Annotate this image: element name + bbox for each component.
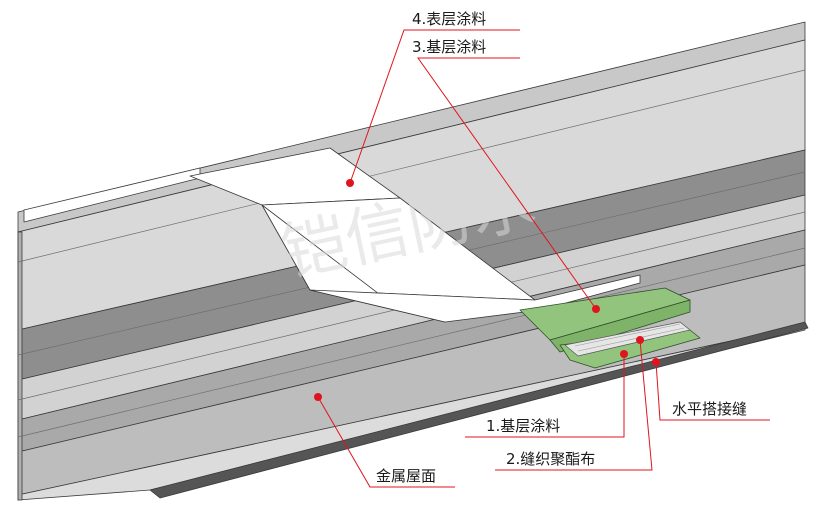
- leader-base-coating-top: [417, 57, 597, 310]
- label-surface-coating: 4.表层涂料: [412, 10, 486, 28]
- white-coating-lower-flat: [309, 274, 641, 323]
- label-base-coating-top: 3.基层涂料: [412, 38, 486, 56]
- leader-lines: [317, 29, 770, 488]
- dot-polyester-fabric: [636, 336, 644, 344]
- roof-bottom-dark-panel: [149, 321, 809, 499]
- label-base-coating-bottom: 1.基层涂料: [486, 417, 560, 435]
- roof-left-face: [17, 231, 23, 501]
- dot-lap-seam: [652, 358, 660, 366]
- dot-base-coating-top: [592, 305, 600, 313]
- dot-metal-roof: [314, 393, 322, 401]
- label-polyester-fabric: 2.缝织聚酯布: [506, 450, 595, 468]
- leader-polyester-fabric: [495, 339, 653, 471]
- polyester-fabric-layer: [564, 321, 691, 357]
- surface-coating-strip: [23, 147, 641, 323]
- leader-base-coating-bottom: [465, 354, 625, 438]
- fabric-strip: [564, 321, 691, 357]
- leader-lap-seam: [655, 361, 770, 421]
- label-horizontal-lap-seam: 水平搭接缝: [672, 400, 747, 418]
- leader-dots: [314, 179, 660, 401]
- leader-surface-coating: [349, 29, 520, 184]
- dot-base-coating-bottom: [620, 350, 628, 358]
- green-coating-side: [549, 299, 691, 353]
- base-coating-green: [519, 287, 701, 369]
- leader-metal-roof: [317, 396, 455, 488]
- dot-surface-coating: [346, 179, 354, 187]
- label-metal-roof: 金属屋面: [376, 467, 436, 485]
